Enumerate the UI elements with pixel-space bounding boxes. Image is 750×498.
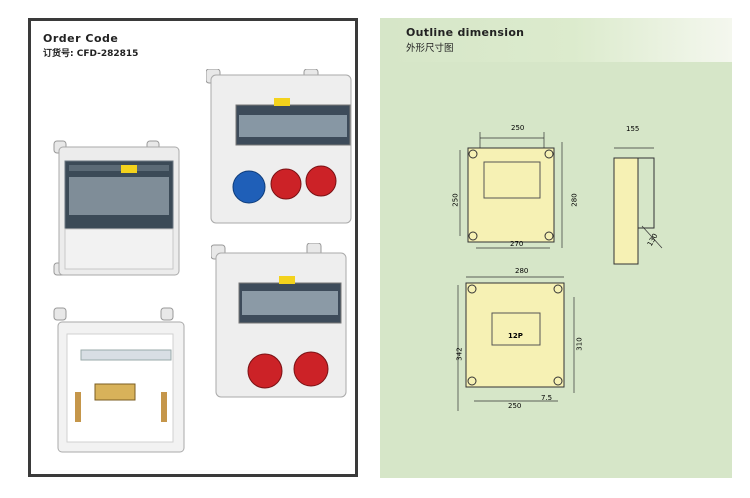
socket-blue	[232, 170, 266, 204]
dim-left-height-1: 250	[451, 193, 460, 207]
order-code-number: 订货号: CFD-282815	[43, 49, 139, 59]
dim-bottom-width-2: 250	[508, 402, 522, 410]
drawing-front-2	[457, 276, 575, 411]
dim-right-height-1: 280	[570, 193, 579, 207]
drawing-front-1	[459, 132, 563, 249]
socket-red	[270, 168, 302, 200]
product-socket-box-three	[206, 69, 352, 224]
socket-red	[305, 165, 337, 197]
dim-side-depth-1: 155	[626, 125, 640, 133]
product-socket-box-two	[211, 243, 347, 398]
outline-title: Outline dimension	[406, 26, 525, 39]
outline-subtitle: 外形尺寸图	[406, 43, 454, 54]
dim-offset-2: 7.5	[541, 394, 553, 402]
order-code-title: Order Code	[43, 32, 119, 45]
dim-top-width-1: 250	[511, 124, 525, 132]
outline-header: Outline dimension 外形尺寸图	[380, 18, 732, 62]
dim-left-height-2: 342	[455, 347, 464, 361]
warning-sticker	[121, 165, 137, 173]
dim-inner-width-1: 270	[510, 240, 524, 248]
drawing-side-1	[613, 147, 663, 265]
socket-red	[247, 353, 283, 389]
order-code-panel: Order Code 订货号: CFD-282815	[28, 18, 358, 477]
product-open-terminal-box	[53, 307, 185, 453]
dim-right-height-2: 310	[575, 337, 584, 351]
dim-top-width-2: 280	[515, 267, 529, 275]
module-label: 12P	[508, 332, 523, 340]
socket-red	[293, 351, 329, 387]
product-breaker-box	[53, 140, 180, 276]
outline-dimension-panel: Outline dimension 外形尺寸图 250 250 280 270 …	[380, 18, 732, 478]
